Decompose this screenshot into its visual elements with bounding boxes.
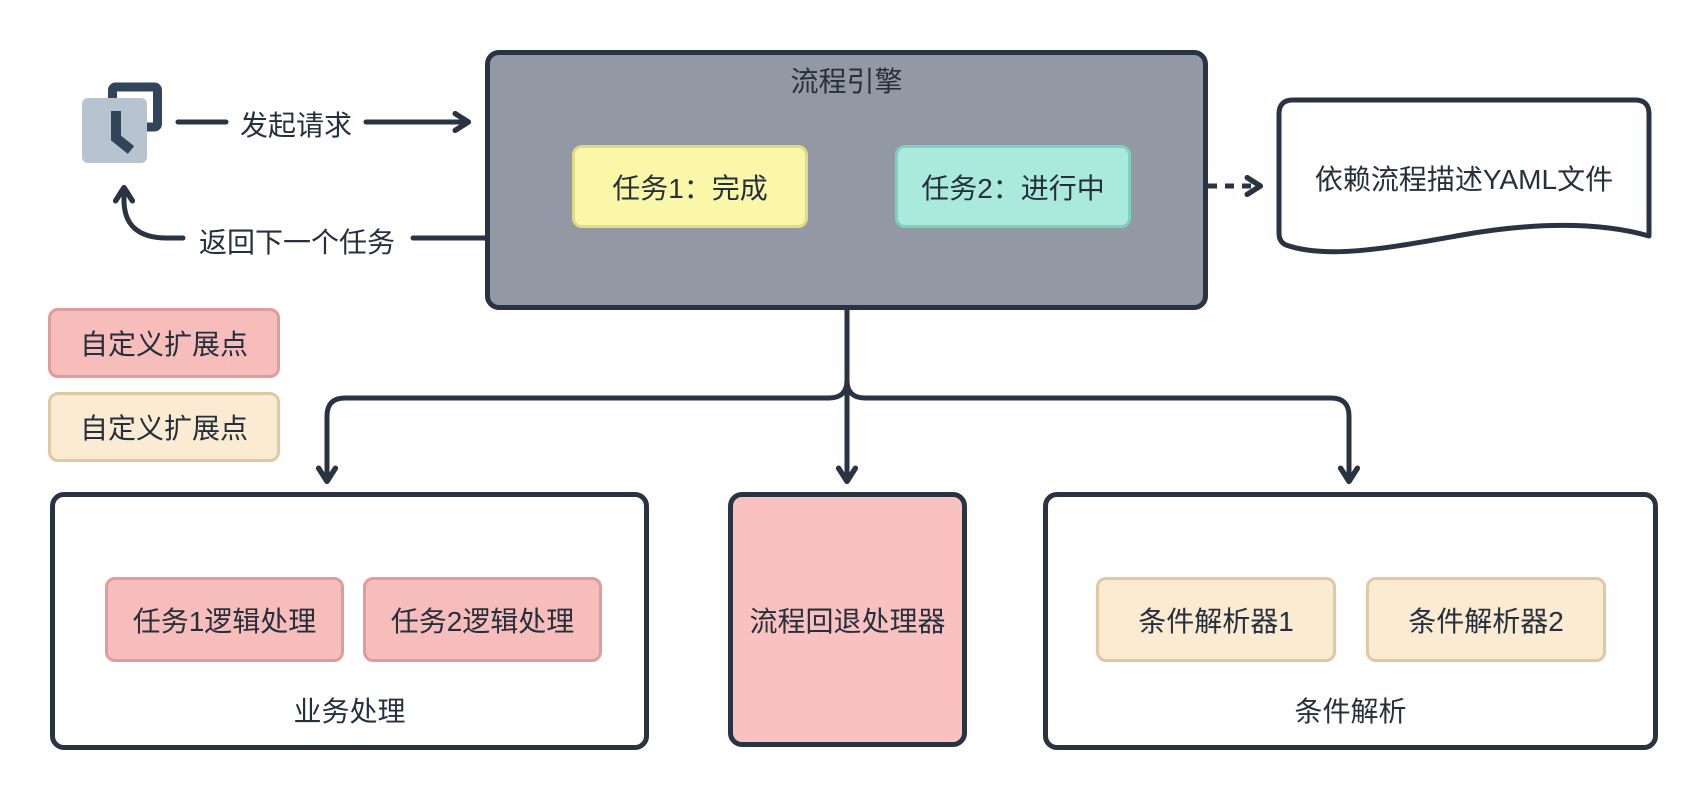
yaml-doc-shape [1276, 97, 1652, 255]
rollback-node: 流程回退处理器 [728, 492, 967, 747]
task1-handler-node: 任务1逻辑处理 [105, 577, 344, 662]
business-title: 业务处理 [293, 696, 406, 727]
task1-node: 任务1：完成 [572, 145, 808, 228]
request-arrow-label: 发起请求 [239, 110, 352, 141]
client-tasks-icon [82, 82, 162, 163]
parser1-node: 条件解析器1 [1096, 577, 1336, 662]
engine-title: 流程引擎 [790, 66, 903, 97]
legend-cream-extension-point: 自定义扩展点 [48, 392, 280, 462]
return-arrow-label: 返回下一个任务 [198, 227, 395, 258]
branch-right-arrow [844, 307, 1361, 485]
return-arrow [112, 184, 488, 241]
legend-pink-extension-point: 自定义扩展点 [48, 308, 280, 378]
task2-handler-node: 任务2逻辑处理 [363, 577, 602, 662]
branch-left-arrow [315, 307, 850, 485]
task2-node: 任务2：进行中 [895, 145, 1131, 228]
parser2-node: 条件解析器2 [1366, 577, 1606, 662]
yaml-doc-label: 依赖流程描述YAML文件 [1314, 164, 1614, 195]
condition-title: 条件解析 [1294, 696, 1407, 727]
